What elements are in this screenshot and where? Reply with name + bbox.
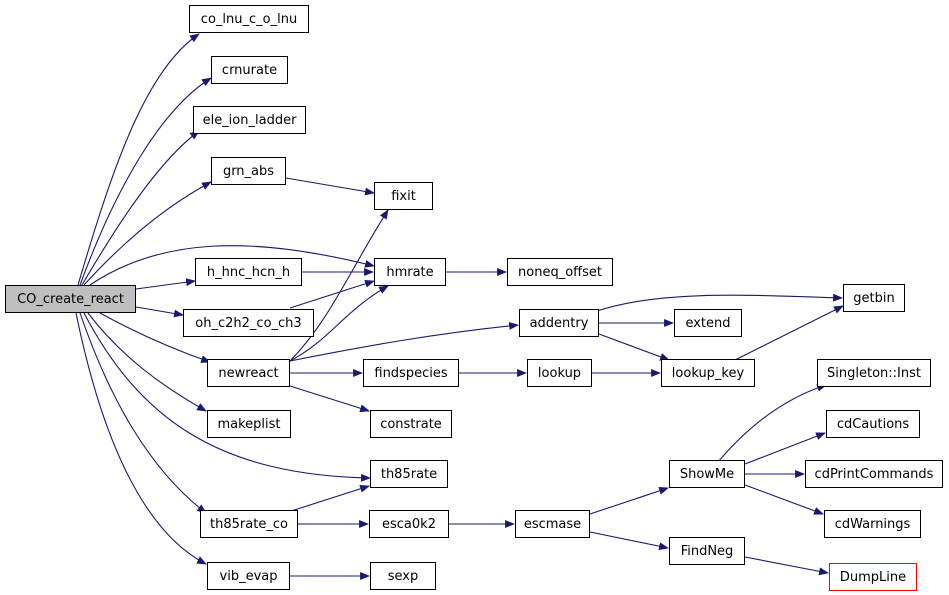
edge-co-create-react-to-oh-c2h2-co-ch3 [135, 306, 184, 318]
edge-showme-to-cdcautions [744, 432, 826, 465]
node-noneq-offset[interactable]: noneq_offset [507, 258, 613, 286]
edge-co-create-react-to-hmrate [89, 245, 375, 286]
edge-co-create-react-to-co-lnu-c-o-lnu [77, 33, 200, 286]
node-dumpline[interactable]: DumpLine [829, 563, 917, 591]
edge-escmase-to-findneg [589, 531, 669, 551]
node-esca0k2[interactable]: esca0k2 [369, 510, 449, 538]
edge-co-create-react-to-makeplist [87, 312, 207, 412]
node-extend[interactable]: extend [674, 309, 742, 337]
node-label: sexp [387, 568, 419, 584]
edge-addentry-to-getbin [596, 293, 843, 312]
node-label: crnurate [221, 62, 278, 78]
edge-addentry-to-lookup-key [598, 333, 670, 361]
node-label: addentry [529, 315, 589, 331]
node-label: lookup [537, 365, 582, 381]
node-findspecies[interactable]: findspecies [363, 359, 459, 387]
node-co-lnu-c-o-lnu[interactable]: co_lnu_c_o_lnu [189, 5, 309, 33]
node-label: vib_evap [219, 568, 278, 584]
node-label: grn_abs [222, 163, 275, 179]
node-showme[interactable]: ShowMe [669, 460, 745, 488]
node-getbin[interactable]: getbin [843, 284, 905, 312]
node-cdwarnings[interactable]: cdWarnings [824, 510, 921, 538]
edge-co-create-react-to-grn-abs [83, 181, 212, 286]
node-label: co_lnu_c_o_lnu [200, 11, 298, 27]
node-ele-ion-ladder[interactable]: ele_ion_ladder [193, 106, 306, 134]
node-th85rate-co[interactable]: th85rate_co [200, 510, 298, 538]
node-label: hmrate [386, 264, 434, 280]
node-label: ele_ion_ladder [202, 112, 297, 128]
node-label: extend [685, 315, 731, 331]
node-h-hnc-hcn-h[interactable]: h_hnc_hcn_h [195, 258, 302, 286]
edge-th85rate-co-to-th85rate [284, 484, 370, 514]
edge-co-create-react-to-th85rate [83, 312, 371, 482]
node-makeplist[interactable]: makeplist [207, 410, 291, 438]
node-label: esca0k2 [382, 516, 436, 532]
node-sexp[interactable]: sexp [370, 562, 436, 590]
node-label: lookup_key [671, 365, 745, 381]
node-label: constrate [380, 416, 442, 432]
node-lookup[interactable]: lookup [527, 359, 592, 387]
node-label: escmase [523, 516, 582, 532]
node-label: FindNeg [680, 543, 734, 559]
edge-newreact-to-constrate [289, 385, 370, 413]
node-label: fixit [391, 188, 416, 204]
edge-co-create-react-to-vib-evap [75, 312, 207, 565]
edge-oh-c2h2-co-ch3-to-hmrate [289, 279, 375, 309]
node-vib-evap[interactable]: vib_evap [207, 562, 290, 590]
node-addentry[interactable]: addentry [519, 309, 599, 337]
edge-grn-abs-to-fixit [285, 177, 375, 196]
node-label: th85rate [380, 466, 438, 482]
node-grn-abs[interactable]: grn_abs [211, 157, 286, 185]
edge-co-create-react-to-crnurate [79, 77, 212, 286]
node-cdcautions[interactable]: cdCautions [826, 410, 920, 438]
node-th85rate[interactable]: th85rate [370, 460, 448, 488]
node-label: cdCautions [836, 416, 910, 432]
edge-newreact-to-hmrate [289, 285, 389, 362]
node-label: Singleton::Inst [827, 365, 921, 381]
node-label: ShowMe [679, 466, 735, 482]
edge-newreact-to-addentry [289, 321, 519, 362]
node-cdprintcommands[interactable]: cdPrintCommands [805, 460, 943, 488]
edge-lookup-key-to-getbin [734, 305, 844, 361]
node-label: findspecies [374, 365, 448, 381]
edge-showme-to-singleton-inst [717, 384, 827, 463]
edge-co-create-react-to-th85rate-co [79, 312, 207, 514]
node-label: CO_create_react [17, 291, 124, 307]
node-label: getbin [853, 290, 895, 306]
node-label: th85rate_co [210, 516, 288, 532]
node-newreact[interactable]: newreact [207, 359, 290, 387]
node-constrate[interactable]: constrate [370, 410, 452, 438]
node-label: DumpLine [839, 569, 907, 585]
edge-escmase-to-showme [589, 487, 669, 515]
node-label: h_hnc_hcn_h [206, 264, 291, 280]
edge-showme-to-cdwarnings [744, 484, 824, 515]
node-escmase[interactable]: escmase [515, 510, 590, 538]
node-findneg[interactable]: FindNeg [669, 537, 745, 565]
node-label: oh_c2h2_co_ch3 [195, 315, 302, 331]
node-oh-c2h2-co-ch3[interactable]: oh_c2h2_co_ch3 [183, 309, 314, 337]
node-label: newreact [218, 365, 279, 381]
node-hmrate[interactable]: hmrate [374, 258, 446, 286]
node-lookup-key[interactable]: lookup_key [661, 359, 755, 387]
edge-co-create-react-to-ele-ion-ladder [81, 130, 200, 286]
node-label: cdWarnings [834, 516, 911, 532]
node-label: cdPrintCommands [814, 466, 934, 482]
edge-co-create-react-to-h-hnc-hcn-h [135, 278, 196, 290]
edge-findneg-to-dumpline [744, 556, 829, 576]
node-label: makeplist [217, 416, 281, 432]
node-co-create-react: CO_create_react [5, 285, 136, 313]
node-label: noneq_offset [518, 264, 602, 280]
edge-newreact-to-fixit [289, 209, 389, 362]
node-fixit[interactable]: fixit [374, 182, 433, 210]
node-crnurate[interactable]: crnurate [211, 56, 288, 84]
node-singleton-inst[interactable]: Singleton::Inst [817, 359, 931, 387]
edge-co-create-react-to-newreact [99, 312, 211, 363]
